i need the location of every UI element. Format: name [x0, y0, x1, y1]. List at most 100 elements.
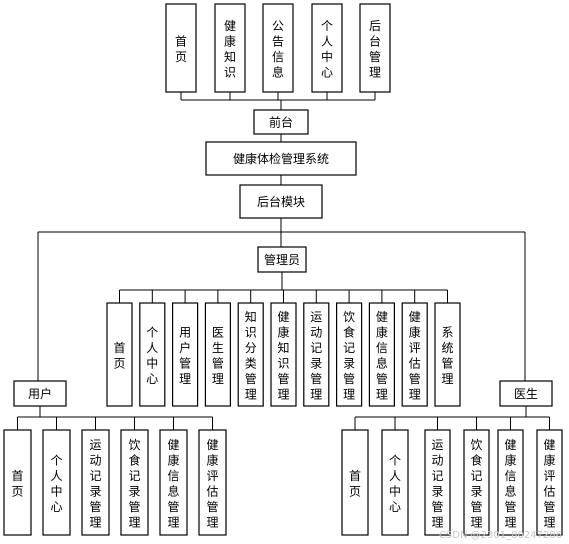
admin-module-box-frame: [106, 302, 133, 407]
system-title-box: 健康体检管理系统: [205, 141, 357, 176]
qiantai-box-frame: [253, 109, 309, 135]
user-module-box-frame: [120, 429, 149, 536]
doctor-box-label: 医生: [514, 387, 538, 401]
backend-module-box-frame: [239, 184, 323, 219]
backend-module-box: 后台模块: [239, 184, 323, 219]
backend-module-box-label: 后台模块: [257, 194, 305, 209]
admin-module-box: 运动记录管理: [303, 302, 330, 407]
doctor-module-box-label: 个人中心: [389, 453, 401, 514]
admin-module-box-label: 健康知识管理: [277, 309, 289, 401]
doctor-module-box: 健康信息管理: [497, 429, 524, 536]
admin-box-label: 管理员: [264, 252, 300, 267]
user-module-box: 饮食记录管理: [120, 429, 149, 536]
admin-module-box-frame: [401, 302, 428, 407]
admin-module-box-frame: [270, 302, 297, 407]
doctor-module-box: 首页: [341, 429, 369, 536]
admin-module-box: 健康信息管理: [368, 302, 395, 407]
admin-module-box-label: 饮食记录管理: [343, 309, 355, 401]
doctor-module-box: 运动记录管理: [424, 429, 451, 536]
admin-box: 管理员: [257, 246, 307, 273]
admin-module-box-frame: [434, 302, 461, 407]
user-module-box: 个人中心: [42, 429, 71, 536]
frontend-page-box: 首页: [165, 3, 197, 93]
admin-module-box-label: 医生管理: [212, 325, 224, 386]
user-module-box-frame: [198, 429, 227, 536]
frontend-page-box-frame: [214, 3, 246, 93]
frontend-page-box-label: 健康知识: [224, 18, 236, 79]
admin-module-box-frame: [172, 302, 199, 407]
doctor-module-box-label: 首页: [349, 468, 361, 498]
admin-module-box: 知识分类管理: [237, 302, 264, 407]
doctor-module-box-frame: [381, 429, 409, 536]
admin-box-frame: [257, 246, 307, 273]
doctor-module-box-label: 饮食记录管理: [470, 437, 482, 529]
user-module-box-frame: [42, 429, 71, 536]
qiantai-box: 前台: [253, 109, 309, 135]
doctor-module-box: 个人中心: [381, 429, 409, 536]
doctor-module-box-frame: [536, 429, 563, 536]
frontend-page-box: 后台管理: [359, 3, 391, 93]
admin-module-box-frame: [303, 302, 330, 407]
user-module-box: 健康信息管理: [159, 429, 188, 536]
user-box-frame: [13, 380, 67, 407]
qiantai-box-label: 前台: [269, 115, 293, 130]
admin-module-box: 医生管理: [204, 302, 231, 407]
doctor-module-box-label: 健康信息管理: [504, 437, 516, 529]
doctor-module-box: 健康评估管理: [536, 429, 563, 536]
doctor-module-box-frame: [341, 429, 369, 536]
frontend-page-box: 个人中心: [311, 3, 343, 93]
user-module-box-label: 健康信息管理: [167, 437, 179, 529]
doctor-module-box: 饮食记录管理: [463, 429, 490, 536]
doctor-module-box-frame: [424, 429, 451, 536]
admin-module-box: 健康评估管理: [401, 302, 428, 407]
frontend-page-box: 公告信息: [262, 3, 294, 93]
doctor-box: 医生: [499, 380, 553, 407]
system-title-box-frame: [205, 141, 357, 176]
admin-module-box-label: 用户管理: [179, 325, 191, 386]
system-title-box-label: 健康体检管理系统: [233, 151, 329, 166]
user-box-label: 用户: [28, 386, 52, 401]
diagram-boxes: 首页健康知识公告信息个人中心后台管理前台健康体检管理系统后台模块管理员首页个人中…: [3, 3, 563, 536]
frontend-page-box: 健康知识: [214, 3, 246, 93]
frontend-page-box-frame: [262, 3, 294, 93]
frontend-page-box-frame: [311, 3, 343, 93]
admin-module-box-label: 健康评估管理: [409, 309, 421, 401]
frontend-page-box-label: 首页: [175, 34, 187, 64]
user-module-box-label: 健康评估管理: [206, 437, 218, 529]
admin-module-box: 健康知识管理: [270, 302, 297, 407]
doctor-module-box-frame: [463, 429, 490, 536]
frontend-page-box-frame: [359, 3, 391, 93]
frontend-page-box-label: 公告信息: [272, 18, 284, 79]
doctor-module-box-label: 运动记录管理: [431, 437, 443, 529]
user-module-box-label: 首页: [11, 468, 23, 498]
admin-module-box: 首页: [106, 302, 133, 407]
user-module-box-label: 饮食记录管理: [128, 437, 140, 529]
user-module-box: 健康评估管理: [198, 429, 227, 536]
admin-module-box-label: 系统管理: [441, 325, 453, 386]
frontend-page-box-label: 后台管理: [369, 18, 381, 79]
admin-module-box: 饮食记录管理: [336, 302, 363, 407]
admin-module-box: 系统管理: [434, 302, 461, 407]
user-module-box-frame: [3, 429, 32, 536]
doctor-box-frame: [499, 380, 553, 407]
user-module-box-label: 个人中心: [50, 453, 62, 514]
user-module-box-label: 运动记录管理: [89, 437, 101, 529]
connector-lines: [17, 92, 550, 430]
doctor-module-box-label: 健康评估管理: [543, 437, 555, 529]
admin-module-box-frame: [336, 302, 363, 407]
admin-module-box-frame: [204, 302, 231, 407]
admin-module-box-label: 健康信息管理: [376, 309, 388, 401]
doctor-module-box-frame: [497, 429, 524, 536]
admin-module-box-frame: [237, 302, 264, 407]
admin-module-box-frame: [368, 302, 395, 407]
user-module-box-frame: [159, 429, 188, 536]
admin-module-box: 个人中心: [139, 302, 166, 407]
admin-module-box-frame: [139, 302, 166, 407]
admin-module-box-label: 个人中心: [146, 325, 158, 386]
user-box: 用户: [13, 380, 67, 407]
admin-module-box: 用户管理: [172, 302, 199, 407]
watermark-text: CSDN @2301_80247286: [439, 530, 562, 541]
admin-module-box-label: 运动记录管理: [310, 309, 322, 401]
admin-module-box-label: 首页: [113, 340, 125, 370]
